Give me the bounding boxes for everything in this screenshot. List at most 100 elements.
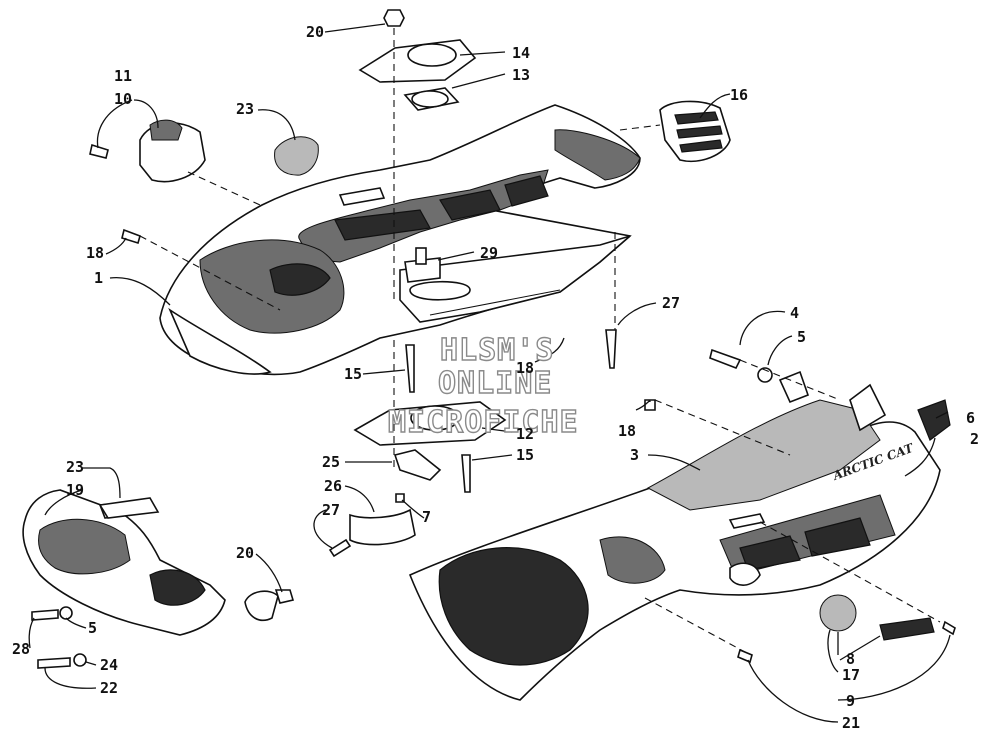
leader-17 bbox=[827, 629, 839, 673]
callout-20-lower: 20 bbox=[236, 544, 254, 562]
watermark-line-2: ONLINE bbox=[438, 366, 552, 401]
callout-7: 7 bbox=[422, 508, 431, 526]
callout-19: 19 bbox=[66, 481, 84, 499]
callout-18-mid: 18 bbox=[516, 359, 534, 377]
bracket-25 bbox=[393, 449, 442, 481]
leader-18-right bbox=[635, 400, 651, 411]
rivet-27-left bbox=[328, 538, 352, 558]
headlight-housing-top bbox=[149, 119, 183, 141]
callout-15-lower: 15 bbox=[516, 446, 534, 464]
lower-trim-pad bbox=[98, 497, 160, 519]
screw-21 bbox=[737, 648, 753, 664]
leader-18-left bbox=[105, 237, 127, 255]
screw-9 bbox=[942, 620, 956, 636]
callout-26: 26 bbox=[324, 477, 342, 495]
callout-17: 17 bbox=[842, 666, 860, 684]
callout-24: 24 bbox=[100, 656, 118, 674]
washer-5-left bbox=[59, 606, 73, 620]
leader-11 bbox=[96, 99, 133, 149]
leader-15-upper bbox=[362, 369, 406, 375]
lower-pan-reflector-hole bbox=[729, 562, 761, 586]
screw-22 bbox=[37, 657, 71, 669]
callout-11: 11 bbox=[114, 67, 132, 85]
bracket-plate-right bbox=[778, 370, 810, 404]
callout-2: 2 bbox=[970, 430, 979, 448]
callout-16: 16 bbox=[730, 86, 748, 104]
callout-14: 14 bbox=[512, 44, 530, 62]
screw-28 bbox=[31, 609, 59, 621]
washer-24 bbox=[73, 653, 87, 667]
watermark: HLSM'S ONLINE MICROFICHE bbox=[387, 332, 579, 440]
callout-20-top: 20 bbox=[306, 23, 324, 41]
assembly-line-screw18-right bbox=[654, 399, 791, 456]
upper-belly-pan bbox=[159, 104, 641, 376]
leader-19 bbox=[44, 489, 83, 516]
strap-26 bbox=[349, 508, 416, 546]
leader-1 bbox=[109, 276, 171, 306]
leader-20-lower bbox=[255, 553, 283, 593]
callout-25: 25 bbox=[322, 453, 340, 471]
callout-4: 4 bbox=[790, 304, 799, 322]
upper-pan-nose-lip bbox=[168, 307, 272, 375]
callout-18-left: 18 bbox=[86, 244, 104, 262]
callout-10: 10 bbox=[114, 90, 132, 108]
assembly-line-vent bbox=[619, 124, 661, 131]
upper-pan-nose-cavity bbox=[199, 239, 345, 334]
lower-pan-badge-slot bbox=[728, 513, 766, 529]
watermark-line-3: MICROFICHE bbox=[388, 405, 579, 440]
leader-27-left bbox=[313, 509, 333, 549]
rivet-27-right bbox=[605, 329, 617, 369]
upper-pan-plate-edge bbox=[429, 289, 561, 316]
callout-labels: 20 14 13 11 10 23 16 18 1 29 27 4 5 18 1… bbox=[12, 23, 979, 732]
post-bracket-stud bbox=[415, 247, 427, 265]
upper-pan-nose-opening bbox=[269, 263, 331, 296]
lock-nut-20-lower bbox=[274, 589, 295, 604]
callout-23-top: 23 bbox=[236, 100, 254, 118]
leader-22 bbox=[44, 667, 97, 689]
leader-20-top bbox=[324, 23, 386, 33]
leader-15-lower bbox=[471, 454, 513, 461]
leader-23-top bbox=[257, 109, 296, 141]
callout-15-upper: 15 bbox=[344, 365, 362, 383]
upper-pan-badge-slot bbox=[338, 187, 386, 206]
vent-grille-slat-2 bbox=[676, 125, 723, 139]
upper-pan-skid-plate bbox=[399, 235, 631, 323]
lower-bracket-20 bbox=[244, 590, 279, 622]
callout-5-right: 5 bbox=[797, 328, 806, 346]
screw-18-left bbox=[121, 228, 141, 245]
lower-pan-nose-cavity bbox=[438, 547, 589, 666]
gasket-plate-13-hole bbox=[411, 90, 449, 108]
vent-grille-slat-3 bbox=[679, 139, 723, 153]
mounting-plate-12-hole bbox=[410, 405, 460, 431]
lower-pan-rear-bracket bbox=[849, 383, 887, 432]
callout-22: 22 bbox=[100, 679, 118, 697]
leader-16 bbox=[699, 93, 731, 119]
lower-pan-side-opening bbox=[599, 536, 666, 584]
mounting-plate-14-hole bbox=[407, 43, 457, 67]
front-nose-pan-inner bbox=[38, 518, 131, 575]
assembly-line-screw4 bbox=[739, 359, 841, 401]
lower-pan-vent-slot-2 bbox=[804, 517, 871, 557]
small-parts bbox=[31, 9, 956, 669]
assembly-line-headlight bbox=[187, 171, 261, 206]
callout-23-bottom: 23 bbox=[66, 458, 84, 476]
leader-21 bbox=[747, 659, 839, 723]
assembly-line-reflector bbox=[759, 521, 941, 623]
callout-27-right: 27 bbox=[662, 294, 680, 312]
callout-5-left: 5 bbox=[88, 619, 97, 637]
leader-lines bbox=[28, 23, 951, 723]
rect-reflector bbox=[879, 617, 935, 641]
screw-4 bbox=[709, 348, 742, 370]
front-nose-pan-opening bbox=[149, 569, 206, 606]
leader-27-right bbox=[617, 302, 657, 326]
rivet-15-lower bbox=[461, 454, 471, 493]
callout-29: 29 bbox=[480, 244, 498, 262]
leader-12 bbox=[481, 427, 513, 433]
upper-pan-rear-vent bbox=[554, 129, 641, 181]
leader-14 bbox=[459, 51, 506, 56]
upper-trim-pad bbox=[274, 136, 319, 176]
leader-8-to-reflector bbox=[839, 635, 881, 661]
rivet-15-upper bbox=[405, 344, 415, 393]
callout-9: 9 bbox=[846, 692, 855, 710]
